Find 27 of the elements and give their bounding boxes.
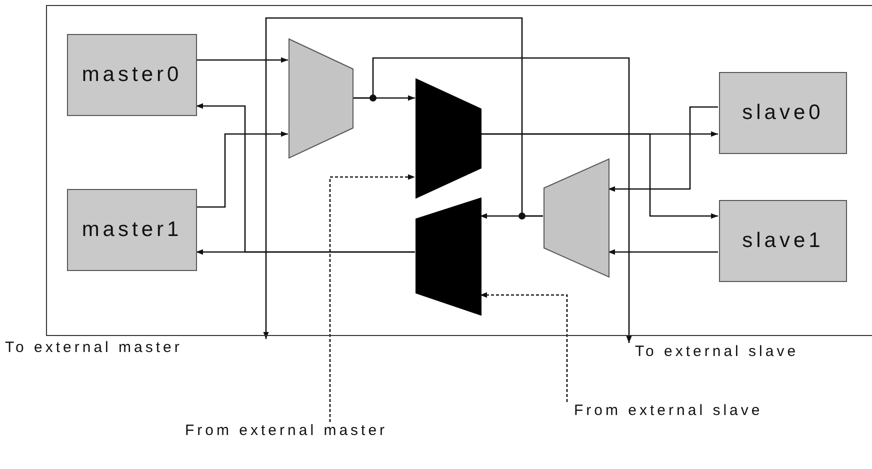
- multiplexer-shape: [544, 159, 609, 277]
- arrow: [196, 131, 288, 208]
- module-label: master0: [82, 63, 182, 87]
- arrow: [329, 174, 415, 422]
- arrow: [352, 57, 632, 343]
- port-label: From external slave: [565, 402, 815, 422]
- module-box: [719, 72, 847, 154]
- enclosure-box: [46, 5, 872, 336]
- module-label: slave1: [742, 229, 824, 253]
- arrow: [480, 133, 718, 219]
- multiplexer-shape: [416, 79, 481, 198]
- module-box: [67, 189, 197, 271]
- arrow: [480, 292, 568, 402]
- module-box: [67, 34, 197, 116]
- port-label: To external master: [5, 339, 269, 372]
- module-box: [719, 200, 847, 282]
- arrow: [196, 249, 415, 255]
- arrow: [608, 249, 718, 255]
- multiplexer-shape: [289, 39, 353, 158]
- module-label: slave0: [742, 101, 824, 125]
- arrow: [263, 17, 543, 339]
- port-label: To external slave: [626, 343, 872, 363]
- arrow: [608, 106, 718, 192]
- module-label: master1: [82, 218, 182, 242]
- multiplexer-shape: [416, 198, 481, 315]
- port-label: From external master: [185, 422, 445, 442]
- arrow: [196, 57, 288, 63]
